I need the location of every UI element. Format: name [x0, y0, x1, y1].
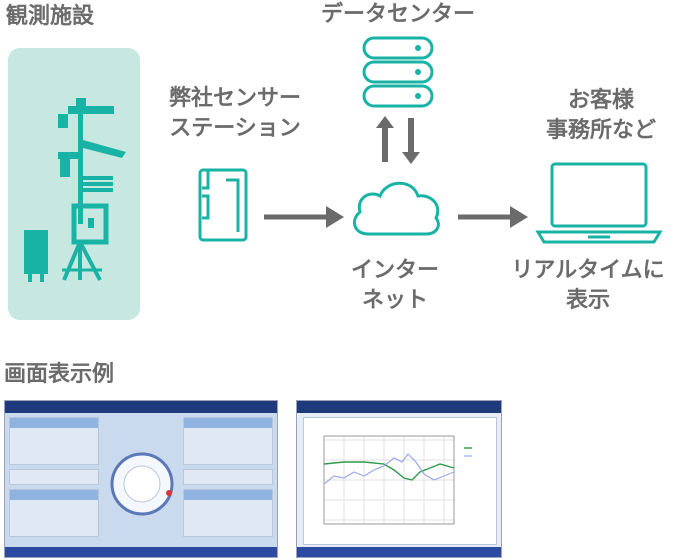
- realtime-label-1: リアルタイムに: [511, 258, 665, 283]
- realtime-label-2: 表示: [565, 288, 610, 313]
- office-label-1: お客様: [567, 88, 634, 113]
- dashboard-panel: [9, 489, 99, 537]
- dashboard-panel: [183, 489, 273, 537]
- bidirectional-arrow-icon: [372, 114, 424, 166]
- chart-titlebar: [297, 401, 501, 413]
- sensor-station-label-2: ステーション: [169, 116, 301, 141]
- internet-label-1: インター: [350, 258, 439, 283]
- office-label-2: 事務所など: [545, 118, 656, 143]
- facility-title: 観測施設: [6, 4, 95, 29]
- chart-frame: [303, 417, 497, 545]
- data-center-label: データセンター: [320, 2, 475, 27]
- dashboard-screenshot: [4, 400, 278, 558]
- sensor-station-label-1: 弊社センサー: [168, 86, 301, 111]
- chart-screenshot: [296, 400, 502, 558]
- dashboard-panel: [183, 469, 273, 485]
- dashboard-panel: [183, 417, 273, 465]
- dashboard-panel: [9, 469, 99, 485]
- weather-station-icon: [18, 92, 138, 292]
- internet-label-2: ネット: [361, 288, 428, 313]
- arrow-to-internet: [262, 204, 346, 230]
- cloud-icon: [346, 172, 446, 240]
- laptop-icon: [534, 160, 664, 246]
- dashboard-statusbar: [5, 547, 277, 557]
- dashboard-panel: [9, 417, 99, 465]
- sensor-box-icon: [196, 166, 252, 246]
- chart-plot: [323, 435, 472, 525]
- database-icon: [360, 34, 436, 110]
- wind-compass: [110, 452, 174, 516]
- screen-example-title: 画面表示例: [4, 362, 115, 387]
- chart-statusbar: [297, 547, 501, 557]
- arrow-to-office: [456, 204, 530, 230]
- dashboard-titlebar: [5, 401, 277, 413]
